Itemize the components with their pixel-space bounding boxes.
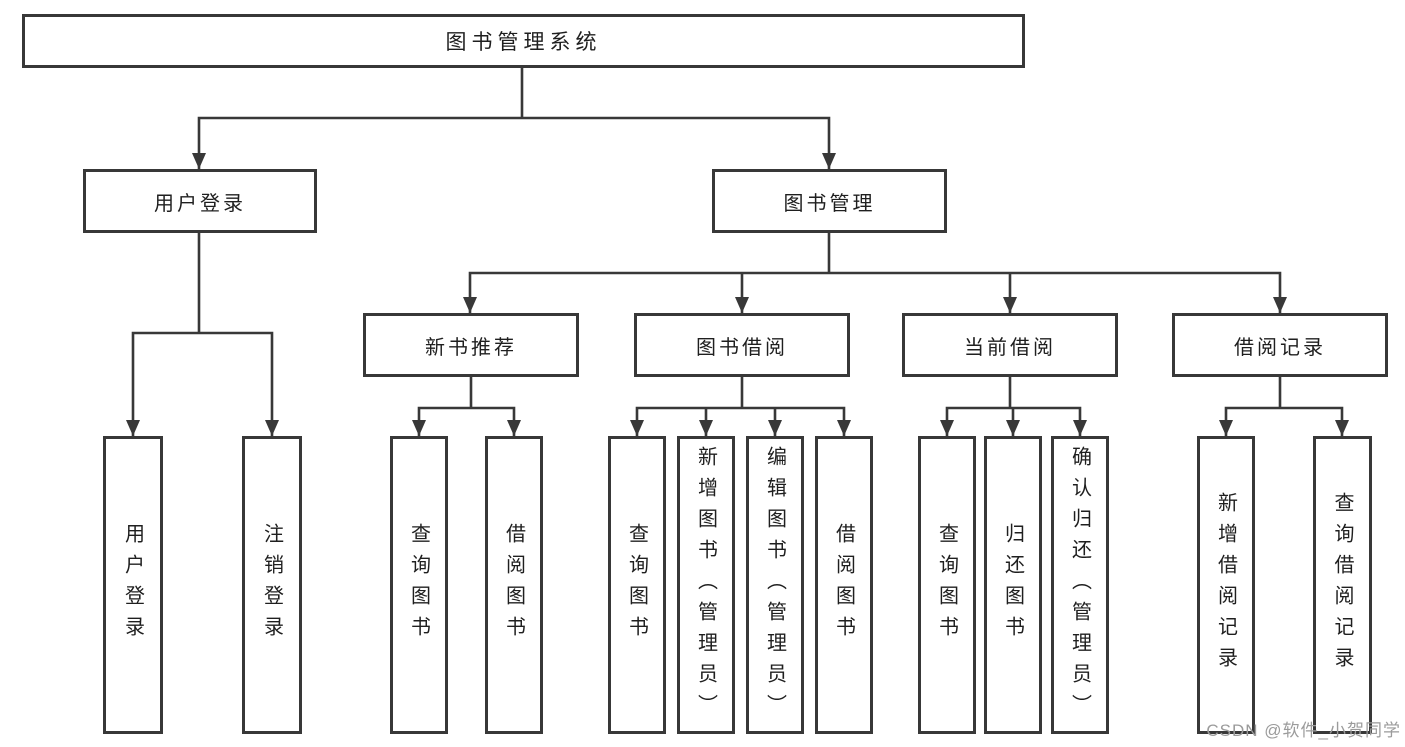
arrowhead	[822, 153, 836, 169]
arrowhead	[735, 297, 749, 313]
arrowhead	[1073, 420, 1087, 436]
leaf-logout: 注销登录	[242, 436, 302, 734]
arrowhead	[463, 297, 477, 313]
leaf-user-login: 用户登录	[103, 436, 163, 734]
arrowhead	[1219, 420, 1233, 436]
connector-borrowing-to-leaves	[635, 375, 846, 438]
leaf-records-add-borrow-record: 新增借阅记录	[1197, 436, 1255, 734]
leaf-borrowing-edit-books-admin: 编辑图书（管理员）	[746, 436, 804, 734]
arrowhead	[265, 420, 279, 436]
arrowhead	[412, 420, 426, 436]
leaf-recommend-query-books: 查询图书	[390, 436, 448, 734]
leaf-current-query-books: 查询图书	[918, 436, 976, 734]
connector-records-to-leaves	[1224, 375, 1344, 438]
node-library-management-system: 图书管理系统	[22, 14, 1025, 68]
node-user-login: 用户登录	[83, 169, 317, 233]
arrowhead	[126, 420, 140, 436]
node-borrowing-records: 借阅记录	[1172, 313, 1388, 377]
node-book-borrowing: 图书借阅	[634, 313, 850, 377]
connector-recommend-to-leaves	[417, 375, 516, 438]
arrowhead	[507, 420, 521, 436]
arrowhead	[1006, 420, 1020, 436]
connector-bookmgmt-to-level2	[468, 231, 1282, 315]
leaf-current-return-books: 归还图书	[984, 436, 1042, 734]
node-current-borrowing: 当前借阅	[902, 313, 1118, 377]
arrowhead	[837, 420, 851, 436]
leaf-records-query-borrow-record: 查询借阅记录	[1313, 436, 1372, 734]
connector-userlogin-to-leaves	[131, 231, 274, 438]
leaf-borrowing-query-books: 查询图书	[608, 436, 666, 734]
node-new-book-recommendation: 新书推荐	[363, 313, 579, 377]
arrowhead	[699, 420, 713, 436]
leaf-recommend-borrow-books: 借阅图书	[485, 436, 543, 734]
leaf-current-confirm-return-admin: 确认归还（管理员）	[1051, 436, 1109, 734]
leaf-borrowing-borrow-books: 借阅图书	[815, 436, 873, 734]
arrowhead	[1273, 297, 1287, 313]
connector-root-to-level1	[197, 66, 831, 171]
arrowhead	[192, 153, 206, 169]
arrowhead	[630, 420, 644, 436]
arrowhead	[1003, 297, 1017, 313]
leaf-borrowing-add-books-admin: 新增图书（管理员）	[677, 436, 735, 734]
arrowhead	[768, 420, 782, 436]
arrowhead	[1335, 420, 1349, 436]
arrowhead	[940, 420, 954, 436]
watermark: CSDN @软件_小贺同学	[1206, 721, 1401, 740]
node-book-management: 图书管理	[712, 169, 947, 233]
